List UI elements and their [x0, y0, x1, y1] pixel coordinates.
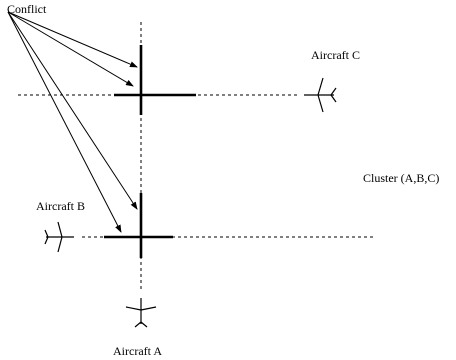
aircraft-b-icon	[44, 221, 74, 253]
conflict-arrow	[7, 11, 138, 68]
cluster-label: Cluster (A,B,C)	[363, 171, 439, 185]
aircraft-c-icon	[304, 77, 337, 113]
aircraft-b-label: Aircraft B	[36, 199, 85, 213]
conflict-arrow	[7, 11, 138, 210]
conflict-arrows	[7, 11, 138, 233]
conflict-marker-a-c	[114, 45, 196, 115]
conflict-marker-a-b	[104, 193, 173, 258]
aircraft-c-label: Aircraft C	[311, 48, 360, 62]
aircraft-a-icon	[125, 298, 157, 328]
conflict-arrow	[7, 11, 122, 233]
conflict-arrow	[7, 11, 134, 87]
conflict-label: Conflict	[7, 2, 47, 16]
aircraft-a-label: Aircraft A	[113, 344, 162, 358]
